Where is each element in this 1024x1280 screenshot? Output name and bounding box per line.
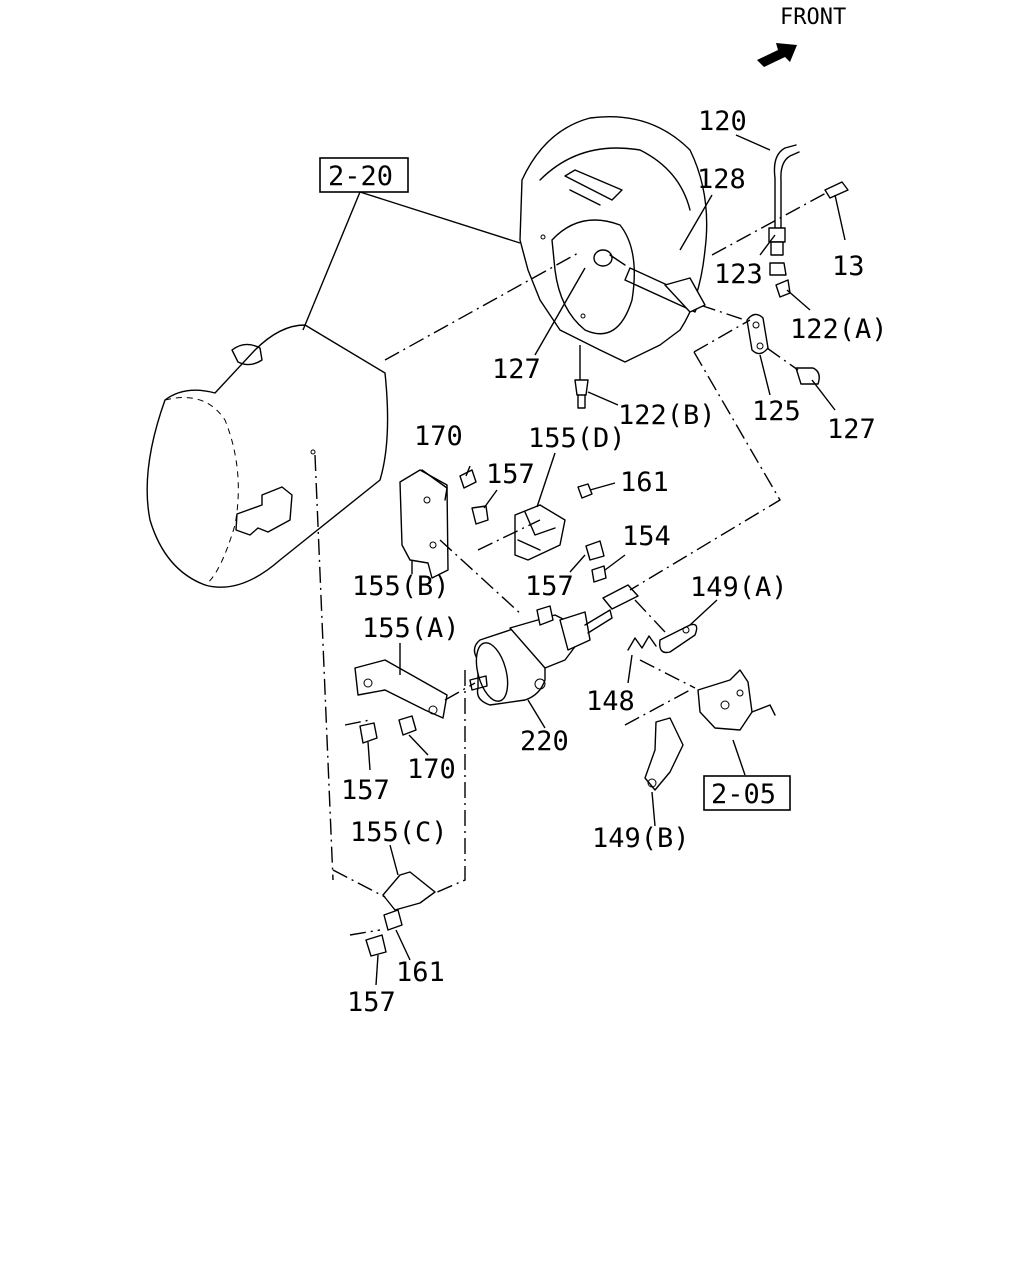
cylinder-220 [469, 584, 639, 706]
ref-2-20[interactable]: 2-20 [319, 157, 409, 193]
lever-125 [746, 313, 820, 385]
callout-148: 148 [586, 686, 635, 717]
bracket-2-05-part [697, 669, 776, 731]
leader-lines [367, 134, 846, 986]
ref-2-05[interactable]: 2-05 [703, 775, 791, 811]
callout-155b: 155(B) [352, 571, 450, 602]
callout-220: 220 [520, 726, 569, 757]
pipe-assembly [711, 144, 849, 298]
bolt-157-mid [585, 540, 605, 561]
fitting-122b [574, 345, 589, 409]
callout-127-right: 127 [827, 414, 876, 445]
clutch-housing [519, 115, 708, 363]
callout-155d: 155(D) [528, 423, 626, 454]
front-indicator: FRONT [757, 5, 846, 67]
callout-170-top: 170 [414, 421, 463, 452]
callout-125: 125 [752, 396, 801, 427]
callout-122b: 122(B) [618, 400, 716, 431]
callout-128: 128 [697, 164, 746, 195]
ref-box-2-20 [319, 157, 409, 193]
bracket-155a [344, 659, 476, 744]
callout-161-top: 161 [620, 467, 669, 498]
callout-13: 13 [832, 251, 865, 282]
callout-155c: 155(C) [350, 817, 448, 848]
callout-122a: 122(A) [790, 314, 888, 345]
ref-label-2-20: 2-20 [328, 161, 393, 192]
bracket-155c [332, 670, 466, 957]
ref-box-2-05 [703, 775, 791, 811]
front-label: FRONT [780, 5, 846, 30]
callout-labels: 120 128 13 123 122(A) 127 122(B) 125 127… [341, 106, 888, 1018]
callout-123: 123 [714, 259, 763, 290]
callout-157-top: 157 [486, 459, 535, 490]
plate-149a [627, 599, 698, 689]
callout-149a: 149(A) [690, 572, 788, 603]
bracket-155d [514, 504, 566, 561]
ref-label-2-05: 2-05 [711, 779, 776, 810]
nut-161-top [577, 483, 593, 499]
callout-157-lower: 157 [341, 775, 390, 806]
shift-shaft [593, 249, 761, 326]
callout-149b: 149(B) [592, 823, 690, 854]
callout-127-left: 127 [492, 354, 541, 385]
front-arrow-icon [757, 43, 797, 67]
bracket-149b [624, 689, 691, 791]
bolt-154 [591, 565, 607, 583]
bracket-155b [399, 469, 449, 579]
bolt-157-top [471, 505, 489, 525]
callout-161-bottom: 161 [396, 957, 445, 988]
callout-155a: 155(A) [362, 613, 460, 644]
transmission-case [146, 324, 389, 588]
callout-154: 154 [622, 521, 671, 552]
callout-157-bottom: 157 [347, 987, 396, 1018]
callout-170-lower: 170 [407, 754, 456, 785]
callout-157-mid: 157 [525, 571, 574, 602]
callout-120: 120 [698, 106, 747, 137]
